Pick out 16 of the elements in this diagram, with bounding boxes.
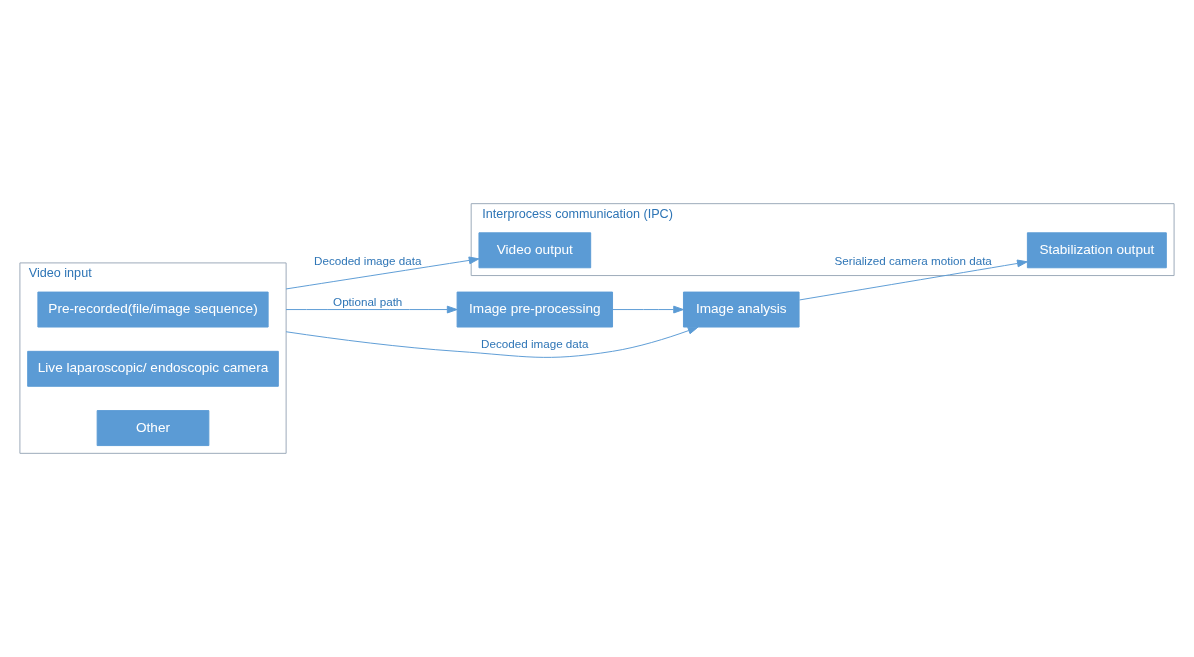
arrow xyxy=(285,305,458,314)
node-box: Pre-recorded(file/image sequence) xyxy=(37,291,269,328)
arrow xyxy=(285,326,699,358)
node-box: Image pre-processing xyxy=(456,291,614,328)
edge-label: Decoded image data xyxy=(481,337,589,351)
node-box: Stabilization output xyxy=(1026,232,1167,269)
edge-label: Optional path xyxy=(333,295,403,309)
node-box: Video output xyxy=(478,232,592,269)
node-box: Image analysis xyxy=(683,291,800,328)
edge-label: Serialized camera motion data xyxy=(834,254,992,268)
node-box: Live laparoscopic/ endoscopic camera xyxy=(27,350,279,387)
arrow xyxy=(285,256,480,290)
arrow xyxy=(612,305,684,314)
edge-label: Decoded image data xyxy=(314,254,422,268)
arrow xyxy=(798,259,1028,301)
node-box: Other xyxy=(96,410,210,447)
